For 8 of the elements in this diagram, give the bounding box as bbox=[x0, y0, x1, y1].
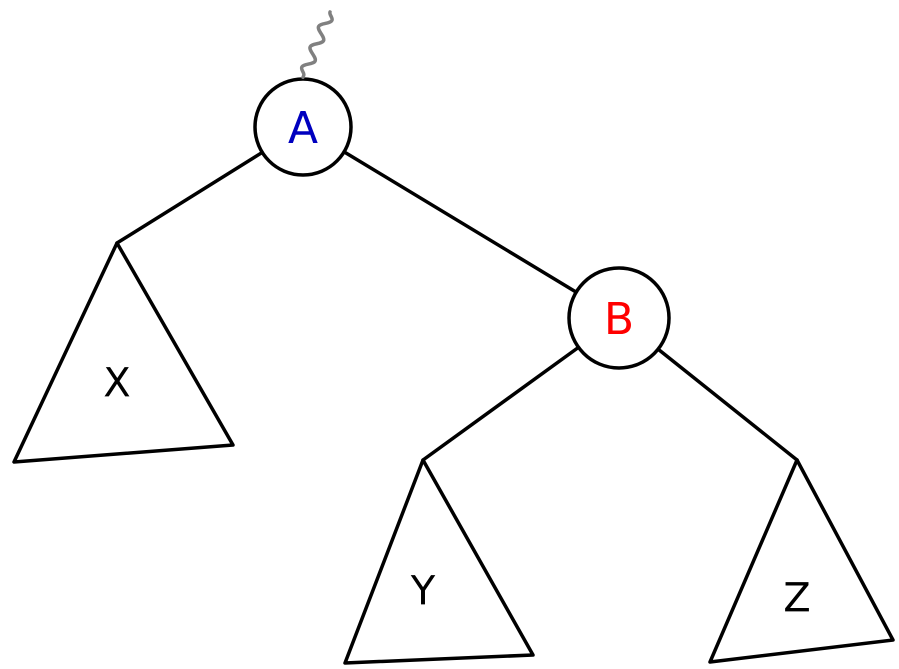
tree-edge bbox=[344, 150, 576, 293]
tree-edge bbox=[421, 346, 579, 462]
subtree-triangle: Z bbox=[708, 458, 895, 664]
tree-edge bbox=[658, 348, 799, 462]
subtree-triangle: X bbox=[12, 241, 235, 464]
subtree-triangle: Y bbox=[343, 458, 535, 665]
tree-edge bbox=[300, 10, 334, 79]
tree-edge bbox=[115, 152, 263, 245]
